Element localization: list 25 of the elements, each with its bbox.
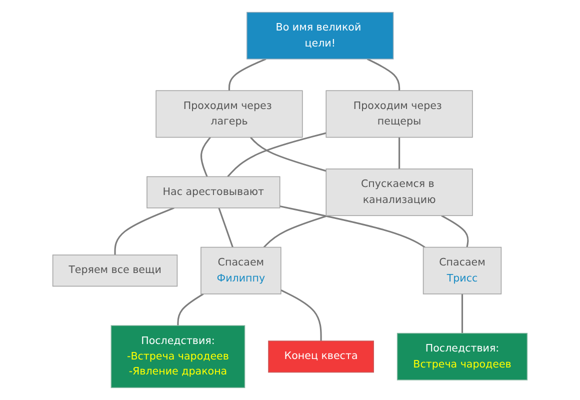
- node-box: Спасаем Трисс: [422, 246, 502, 294]
- connector: [398, 137, 400, 169]
- node-box: Проходим через пещеры: [326, 90, 473, 138]
- connector: [228, 58, 266, 91]
- node-box: Нас арестовывают: [146, 176, 280, 208]
- connector: [441, 214, 469, 248]
- connector: [280, 206, 426, 248]
- node-box: Во имя великой цели!: [246, 12, 394, 60]
- node-box: Проходим через лагерь: [156, 90, 303, 138]
- node-box: Спускаемся в канализацию: [326, 168, 473, 216]
- connector: [218, 208, 234, 248]
- node-box: Теряем все вещи: [52, 254, 178, 287]
- connector: [263, 214, 328, 248]
- node-box: Конец квеста: [268, 340, 374, 373]
- connector: [280, 289, 322, 341]
- connector: [461, 294, 464, 334]
- connector: [114, 207, 174, 255]
- connector: [177, 293, 204, 326]
- node-box: Спасаем Филиппу: [200, 246, 282, 294]
- connector: [227, 132, 326, 178]
- connector: [366, 58, 400, 91]
- node-box: Последствия: Встреча чародеев: [396, 332, 528, 380]
- connector: [250, 136, 326, 172]
- node-box: Последствия: -Встреча чародеев -Явление дракона: [110, 325, 246, 388]
- connector: [200, 136, 211, 177]
